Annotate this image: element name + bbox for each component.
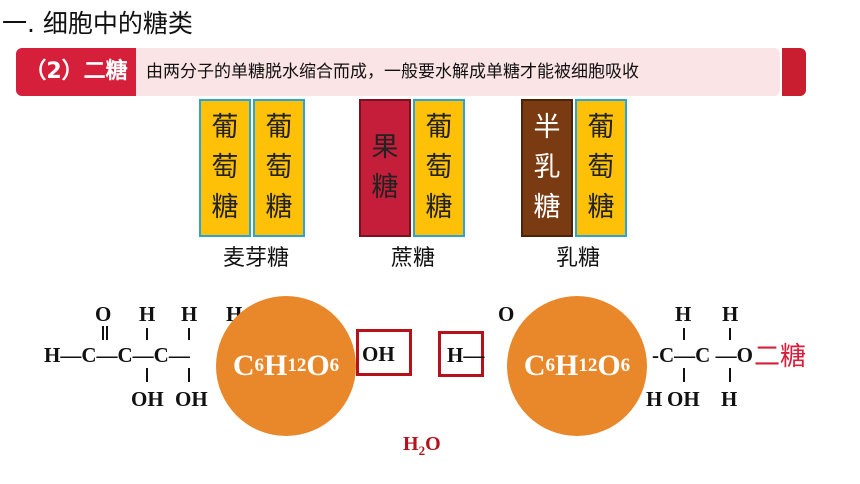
left-atom-h2: H bbox=[181, 302, 198, 326]
left-oh-highlight-box bbox=[356, 329, 412, 376]
bond bbox=[683, 368, 685, 382]
water-h: H bbox=[403, 433, 419, 455]
right-atom-h-bottom: H bbox=[646, 387, 663, 411]
formula-o-count: 6 bbox=[620, 355, 631, 376]
formula-o: O bbox=[306, 349, 330, 382]
banner-end-cap bbox=[782, 48, 806, 96]
right-atom-h1: H bbox=[675, 302, 692, 326]
page-title: 一. 细胞中的糖类 bbox=[2, 9, 193, 38]
char: 葡萄糖 bbox=[587, 112, 615, 223]
char: 果糖 bbox=[371, 132, 399, 203]
bond bbox=[729, 328, 731, 340]
right-h-highlight-box bbox=[438, 331, 484, 377]
right-atom-oh: OH bbox=[667, 387, 700, 411]
char: 半乳糖 bbox=[533, 112, 561, 223]
sucrose-unit-glucose: 葡萄糖 bbox=[413, 99, 465, 237]
formula-h: H bbox=[554, 349, 579, 382]
right-atom-h-bottom-2: H bbox=[721, 387, 738, 411]
maltose-unit-glucose-2: 葡萄糖 bbox=[253, 99, 305, 237]
left-oh-highlight: OH bbox=[362, 342, 395, 366]
formula-c: C bbox=[232, 349, 255, 382]
bond bbox=[146, 328, 148, 340]
formula-c-count: 6 bbox=[545, 355, 555, 376]
formula-o-count: 6 bbox=[329, 355, 340, 376]
bond bbox=[106, 326, 108, 340]
char: 葡萄糖 bbox=[211, 112, 239, 223]
left-atom-oh2: OH bbox=[175, 387, 208, 411]
right-chain: -C—C —O bbox=[652, 343, 753, 367]
right-atom-h2: H bbox=[722, 302, 739, 326]
water-formula: H2O bbox=[403, 433, 441, 459]
lactose-unit-glucose: 葡萄糖 bbox=[575, 99, 627, 237]
right-atom-o: O bbox=[498, 302, 515, 326]
maltose-unit-glucose-1: 葡萄糖 bbox=[199, 99, 251, 237]
bond bbox=[188, 368, 190, 382]
sucrose-label: 蔗糖 bbox=[390, 246, 435, 271]
lactose-unit-galactose: 半乳糖 bbox=[521, 99, 573, 237]
char: 葡萄糖 bbox=[265, 112, 293, 223]
formula-c: C bbox=[523, 349, 546, 382]
bond bbox=[146, 368, 148, 382]
formula-h-count: 12 bbox=[578, 355, 598, 376]
formula-c-count: 6 bbox=[254, 355, 264, 376]
formula-h: H bbox=[263, 349, 288, 382]
maltose-label: 麦芽糖 bbox=[222, 246, 289, 271]
water-h-count: 2 bbox=[418, 443, 426, 458]
lactose-label: 乳糖 bbox=[555, 246, 600, 271]
char: 葡萄糖 bbox=[425, 112, 453, 223]
left-atom-o: O bbox=[95, 302, 112, 326]
bond bbox=[188, 328, 190, 340]
formula-o: O bbox=[597, 349, 621, 382]
water-o: O bbox=[425, 433, 441, 455]
left-atom-h1: H bbox=[139, 302, 156, 326]
left-atom-oh1: OH bbox=[131, 387, 164, 411]
disaccharide-product-label: 二糖 bbox=[754, 342, 807, 372]
bond bbox=[683, 328, 685, 340]
bond bbox=[729, 368, 731, 382]
formula-h-count: 12 bbox=[287, 355, 307, 376]
left-chain: H—C—C—C— bbox=[44, 343, 190, 367]
definition-banner bbox=[16, 48, 780, 96]
right-h-highlight: H— bbox=[447, 343, 485, 367]
bond bbox=[102, 326, 104, 340]
sucrose-unit-fructose: 果糖 bbox=[359, 99, 411, 237]
banner-tag: （2）二糖 bbox=[16, 48, 136, 96]
banner-text: 由两分子的单糖脱水缩合而成，一般要水解成单糖才能被细胞吸收 bbox=[146, 62, 639, 82]
